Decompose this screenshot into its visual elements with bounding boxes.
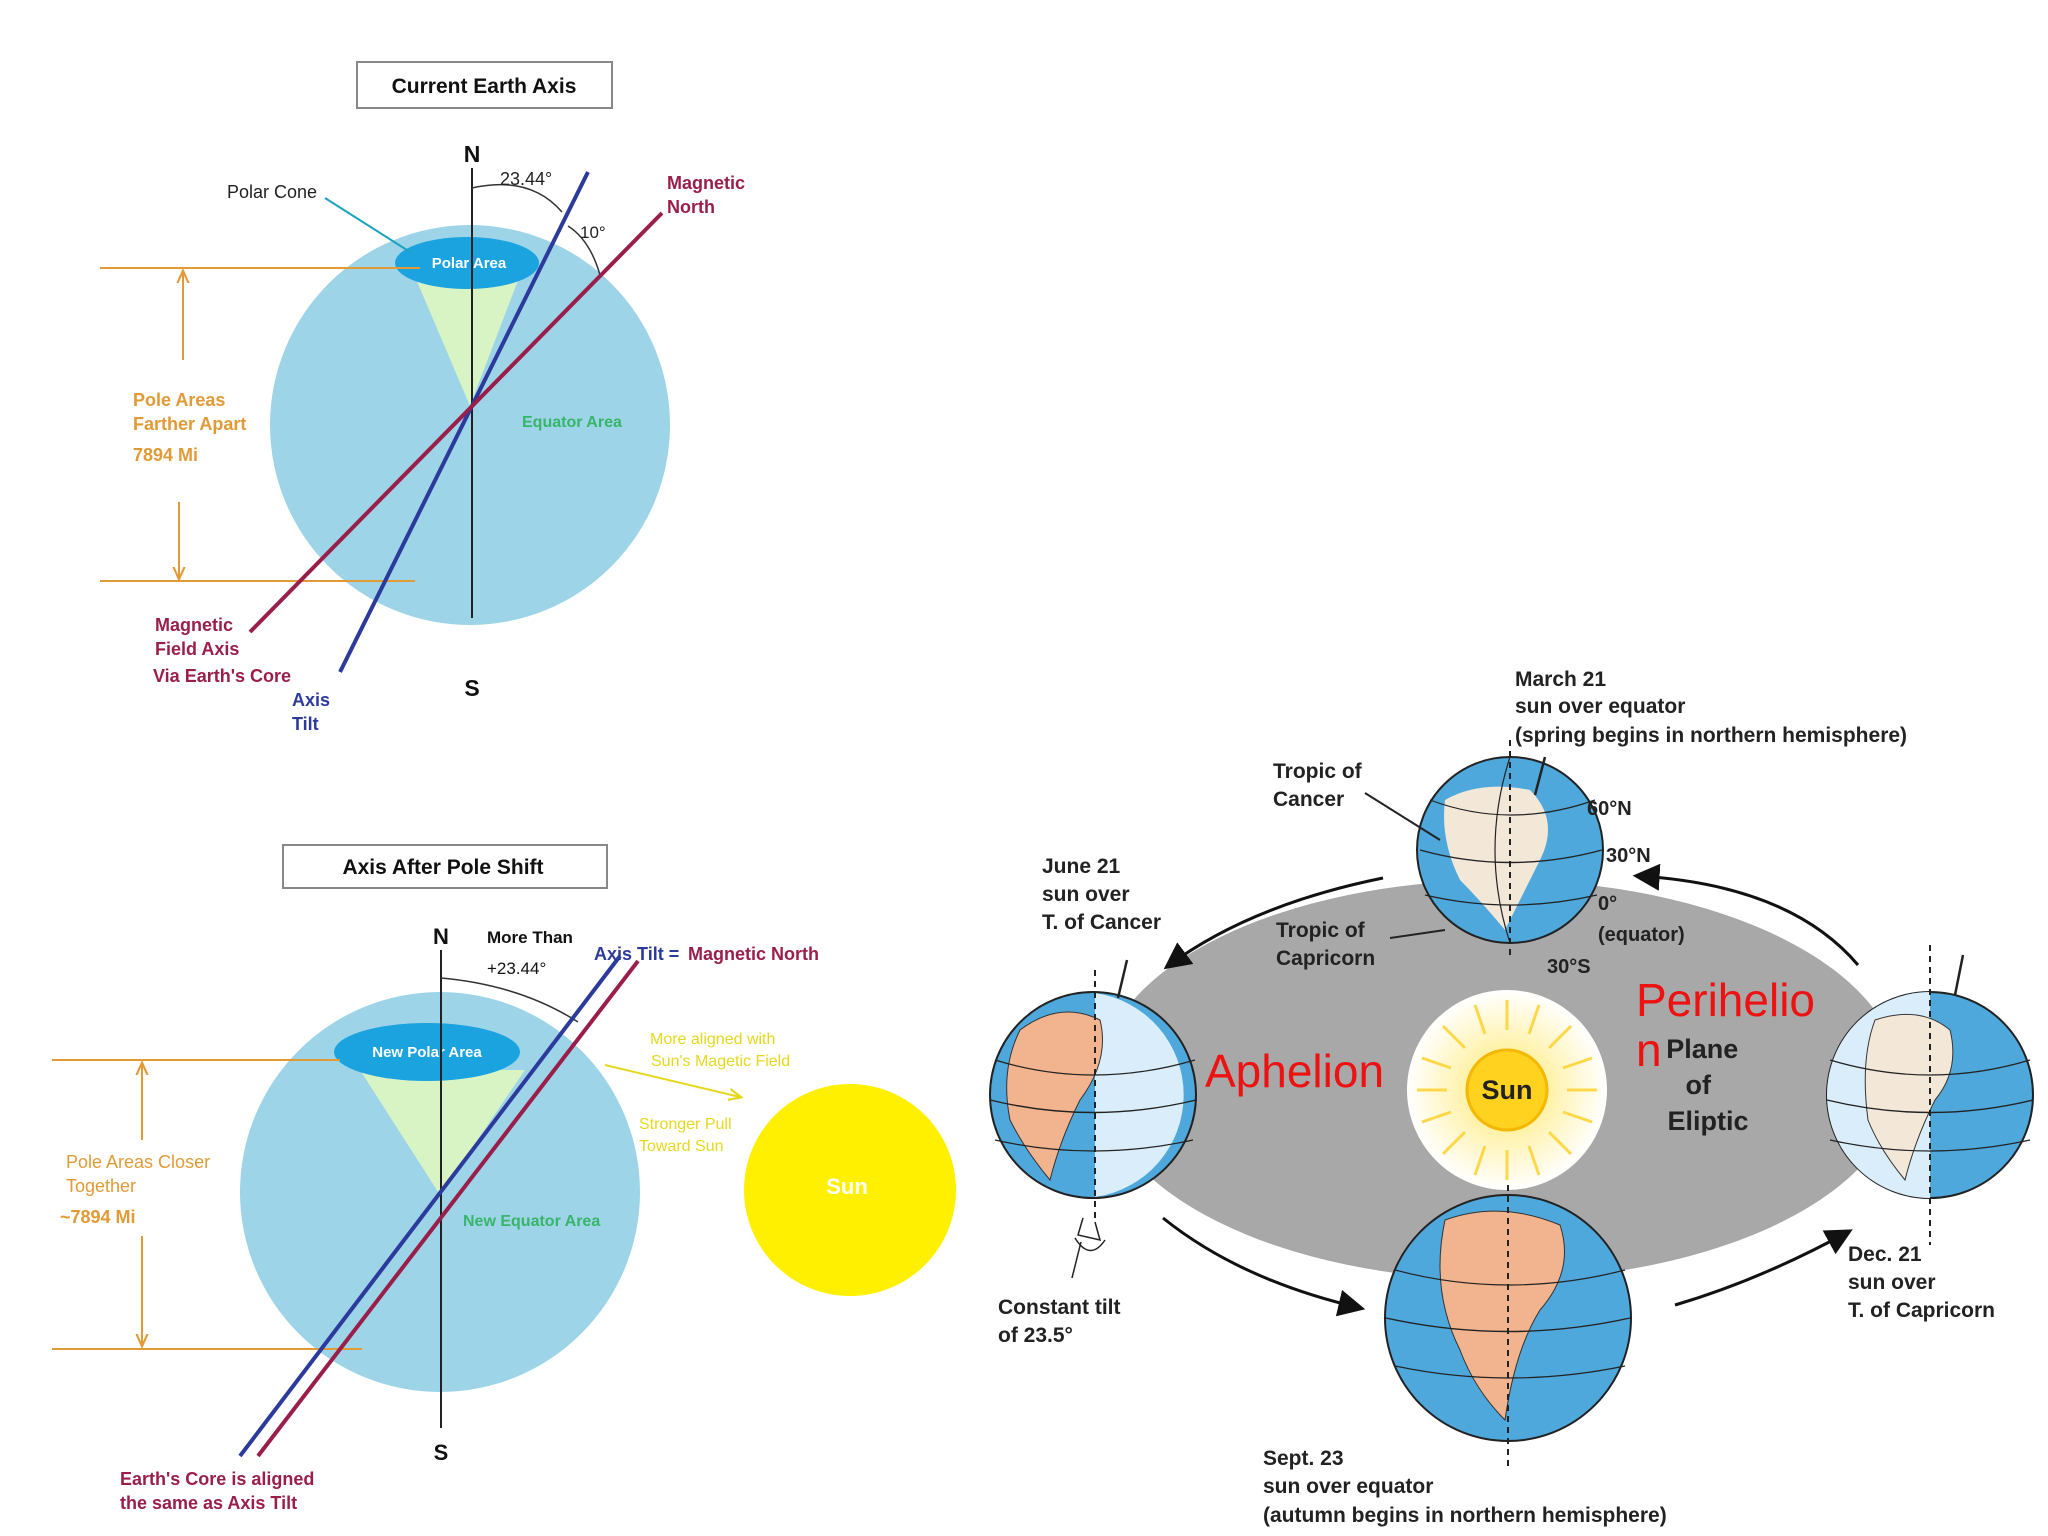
earth-globe	[270, 225, 670, 625]
new-polar-area	[334, 1023, 520, 1081]
current-axis-title-box	[356, 61, 613, 109]
new-equator-area-label: New Equator Area	[463, 1213, 600, 1230]
axis-tilt-equals-label: Axis Tilt =	[594, 944, 679, 964]
shift-north-label: N	[433, 924, 449, 949]
orbit-arrow-top-right	[1632, 863, 1860, 966]
constant-tilt-label: Constant tilt of 23.5°	[998, 1296, 1126, 1347]
june-label: June 21 sun over T. of Cancer	[1042, 855, 1161, 934]
current-axis-diagram: Current Earth Axis Polar Area N S 23.44°…	[100, 61, 750, 734]
north-label: N	[464, 141, 481, 167]
capricorn-pointer	[1389, 929, 1446, 939]
mag-field-axis-label: Magnetic Field Axis	[155, 615, 239, 659]
tropic-cancer-label: Tropic of Cancer	[1273, 760, 1368, 811]
march-label: March 21 sun over equator (spring begins…	[1515, 668, 1907, 747]
shift-angle-arc	[440, 977, 579, 1023]
mag-arc	[567, 225, 601, 276]
axis-tilt-label: Axis Tilt	[292, 690, 335, 734]
new-polar-area-label: New Polar Area	[372, 1044, 482, 1061]
orbit-arrow-bottom-right	[1674, 1229, 1853, 1307]
tropic-capricorn-label: Tropic of Capricorn	[1276, 919, 1375, 970]
orbit-sun-label: Sun	[1482, 1075, 1533, 1105]
orbit-arrow-top-left	[1163, 876, 1384, 970]
aligned-arrow	[604, 1064, 740, 1097]
orbit-arrow-bottom-left	[1162, 1216, 1366, 1317]
polar-area-label: Polar Area	[432, 255, 507, 272]
after-shift-diagram: Axis After Pole Shift New Polar Area Sun…	[52, 844, 956, 1513]
tilt-arc	[471, 183, 563, 213]
earth-june	[989, 991, 1197, 1199]
tilt-dashes	[1094, 740, 1931, 1470]
polar-area	[395, 237, 539, 289]
stronger-pull-label: Stronger Pull Toward Sun	[639, 1116, 736, 1155]
orbit-sun	[1407, 990, 1607, 1190]
plane-label: Plane of Eliptic	[1666, 1034, 1748, 1136]
axis-tilt-line	[338, 171, 590, 673]
current-axis-title: Current Earth Axis	[392, 75, 577, 98]
new-polar-cone	[360, 1070, 525, 1195]
pole-areas-label: Pole Areas Farther Apart	[133, 390, 246, 434]
after-shift-title-box	[282, 844, 608, 889]
tilt-angle-label: 23.44°	[500, 169, 552, 189]
after-shift-title: Axis After Pole Shift	[342, 856, 543, 879]
polar-cone-pointer	[324, 197, 411, 253]
cancer-pointer	[1364, 792, 1441, 841]
orbit-diagram: Sun	[989, 668, 2034, 1527]
earth-dec	[1826, 991, 2034, 1199]
tilt-axes	[1116, 756, 1965, 999]
magnetic-north-label: Magnetic North	[667, 173, 750, 217]
sept-label: Sept. 23 sun over equator (autumn begins…	[1263, 1447, 1667, 1527]
dec-label: Dec. 21 sun over T. of Capricorn	[1848, 1243, 1995, 1322]
distance-label: 7894 Mi	[133, 445, 198, 465]
shift-magnetic-line	[256, 959, 640, 1458]
lat-60n-label: 60°N	[1587, 798, 1632, 820]
lat-30s-label: 30°S	[1547, 956, 1591, 978]
aligned-label: More aligned with Sun's Magetic Field	[650, 1031, 790, 1070]
polar-cone	[413, 270, 522, 406]
aphelion-label: Aphelion	[1205, 1045, 1384, 1097]
shift-sun	[744, 1084, 956, 1296]
shift-south-label: S	[434, 1440, 449, 1465]
tilt-pointer	[1071, 1241, 1082, 1279]
shift-distance-label: ~7894 Mi	[60, 1207, 136, 1227]
lat-30n-label: 30°N	[1606, 845, 1651, 867]
shift-magnetic-north-label: Magnetic North	[688, 944, 819, 964]
mag-angle-label: 10°	[580, 223, 606, 242]
shift-axis-tilt-line	[238, 954, 622, 1458]
shift-angle-label: +23.44°	[487, 959, 546, 978]
perihelion-label: Perihelio n	[1636, 974, 1828, 1076]
tilt-bracket	[1074, 1217, 1106, 1252]
core-aligned-label: Earth's Core is aligned the same as Axis…	[120, 1469, 319, 1513]
shift-pole-areas-label: Pole Areas Closer Together	[66, 1152, 215, 1196]
equator-area-label: Equator Area	[522, 414, 622, 431]
magnetic-axis-line	[248, 211, 664, 634]
south-label: S	[464, 675, 479, 701]
lat-0-label: 0° (equator)	[1598, 893, 1685, 946]
more-than-label: More Than	[487, 928, 573, 947]
shift-sun-label: Sun	[826, 1174, 868, 1199]
via-core-label: Via Earth's Core	[153, 666, 291, 686]
polar-cone-label: Polar Cone	[227, 182, 317, 202]
